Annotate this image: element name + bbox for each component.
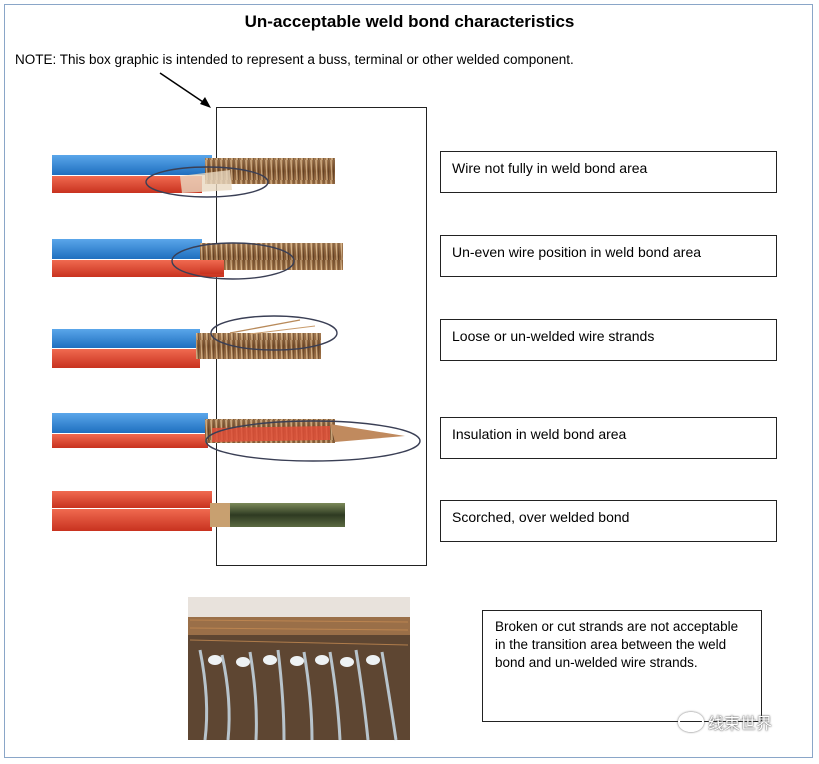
wire-example-4 [52, 413, 421, 462]
broken-strands-photo [188, 597, 410, 741]
label-loose-strands: Loose or un-welded wire strands [440, 319, 777, 361]
label-scorched-bond: Scorched, over welded bond [440, 500, 777, 542]
page-frame [4, 4, 813, 758]
wire-example-5 [52, 491, 345, 531]
label-uneven-wire-position: Un-even wire position in weld bond area [440, 235, 777, 277]
watermark: 线束世界 [678, 710, 772, 734]
note-text: NOTE: This box graphic is intended to re… [15, 52, 574, 67]
pointer-arrow [159, 72, 211, 108]
broken-strands-description: Broken or cut strands are not acceptable… [482, 610, 762, 722]
label-insulation-in-weld: Insulation in weld bond area [440, 417, 777, 459]
label-wire-not-fully-in-weld: Wire not fully in weld bond area [440, 151, 777, 193]
wire-example-1 [52, 155, 335, 198]
watermark-text: 线束世界 [708, 716, 773, 733]
wire-example-3 [52, 315, 338, 368]
page-title: Un-acceptable weld bond characteristics [244, 12, 575, 31]
wire-example-2 [52, 239, 343, 280]
chat-bubble-icon [678, 712, 704, 732]
